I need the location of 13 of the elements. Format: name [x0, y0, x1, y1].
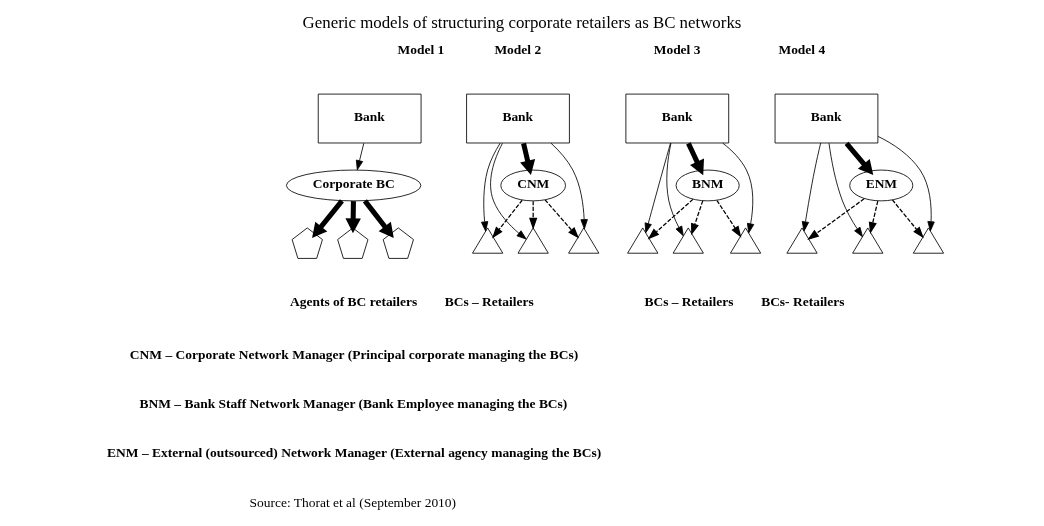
- label: Source: Thorat et al (September 2010): [249, 494, 457, 510]
- label: BNM – Bank Staff Network Manager (Bank Employee managing the BCs): [139, 396, 568, 412]
- label: CNM – Corporate Network Manager (Principal corporate managing the BCs): [129, 347, 579, 363]
- label: Model 3: [653, 42, 701, 58]
- label: Model 2: [494, 42, 542, 58]
- label: BCs- Retailers: [761, 294, 845, 310]
- label: Agents of BC retailers: [290, 294, 418, 310]
- label: BCs – Retailers: [644, 294, 734, 310]
- label: Model 1: [397, 42, 445, 58]
- label: ENM – External (outsourced) Network Manager (External agency managing the BCs): [107, 445, 602, 461]
- diagram-title: Generic models of structuring corporate retailers as BC networks: [302, 13, 742, 33]
- label: BCs – Retailers: [444, 294, 534, 310]
- label: Model 4: [778, 42, 826, 58]
